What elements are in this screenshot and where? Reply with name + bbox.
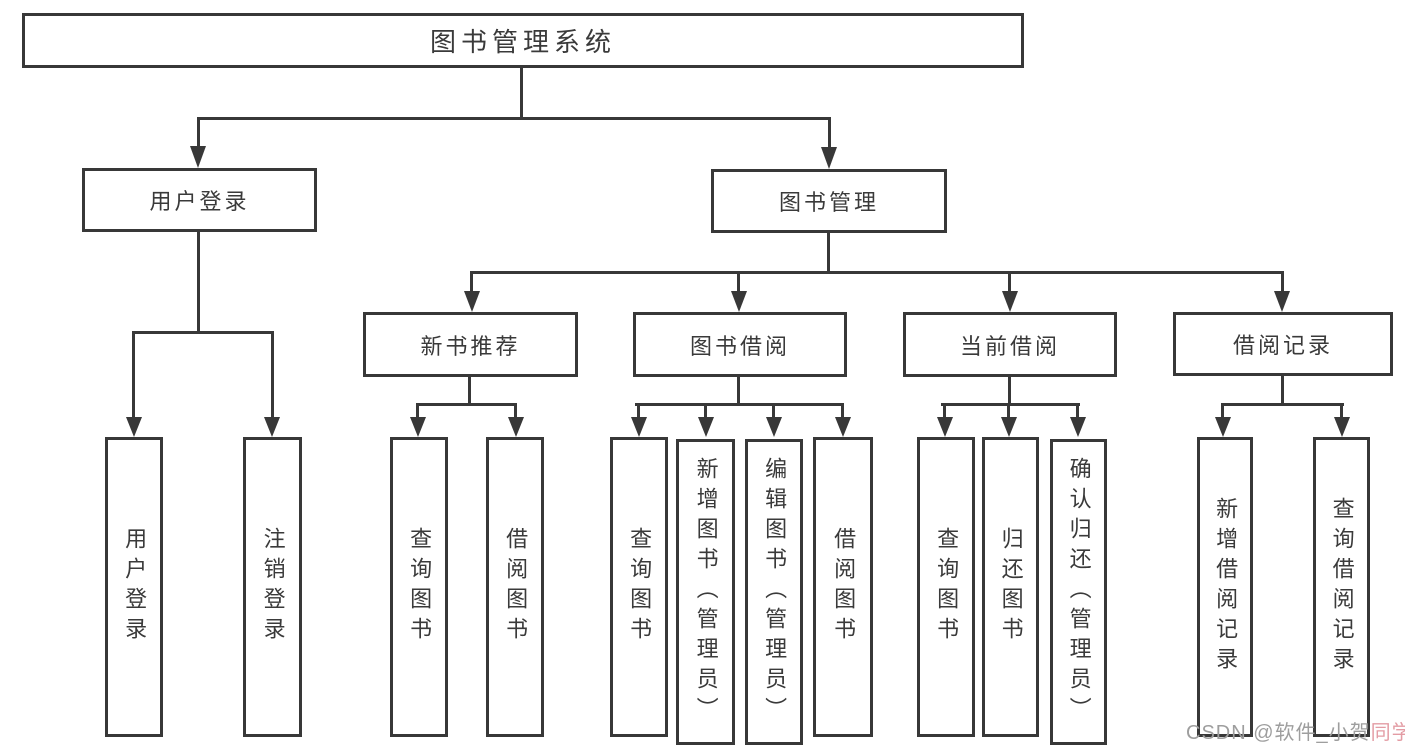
leaf-label: 查询借阅记录 (1329, 497, 1355, 677)
leaf-user-login: 用户登录 (105, 437, 163, 737)
arrowhead-leaf (698, 417, 714, 437)
edge-to-leaf-add-books (704, 403, 707, 419)
leaf-label: 查询图书 (627, 527, 653, 647)
leaf-logout: 注销登录 (243, 437, 302, 737)
leaf-label: 确认归还（管理员） (1066, 457, 1092, 727)
leaf-query-books-newbook: 查询图书 (390, 437, 448, 737)
edge-to-leaf-query-record (1340, 403, 1343, 419)
watermark-gray-text: CSDN @软件_小贺 (1186, 722, 1371, 744)
node-label: 新书推荐 (420, 333, 521, 359)
edge-to-borrow-records (1281, 271, 1284, 293)
edge-to-new-book (470, 271, 473, 293)
edge-to-book-borrow (737, 271, 740, 293)
leaf-query-borrow-record: 查询借阅记录 (1313, 437, 1370, 737)
edge-new-book-rail (416, 403, 517, 406)
edge-to-leaf-confirm-return (1076, 403, 1079, 419)
leaf-confirm-return-admin: 确认归还（管理员） (1050, 439, 1107, 745)
arrowhead-to-book-borrow (731, 291, 747, 312)
leaf-borrow-books-newbook: 借阅图书 (486, 437, 544, 737)
edge-to-leaf-return-books (1007, 403, 1010, 419)
edge-level1-rail (197, 117, 831, 120)
csdn-watermark: CSDN @软件_小贺同学 (1186, 716, 1405, 745)
edge-to-leaf-edit-books (772, 403, 775, 419)
edge-to-user-login (197, 117, 200, 147)
edge-user-login-stem (197, 230, 200, 333)
leaf-query-books-borrow: 查询图书 (610, 437, 668, 737)
arrowhead-leaf (1001, 417, 1017, 437)
leaf-label: 查询图书 (407, 527, 433, 647)
node-label: 借阅记录 (1232, 333, 1333, 358)
arrowhead-to-leaf-user-login (126, 417, 142, 437)
edge-book-borrow-stem (737, 375, 740, 405)
edge-to-current-borrow (1008, 271, 1011, 293)
edge-to-leaf-add-record (1221, 403, 1224, 419)
watermark-pink-text: 同学 (1370, 722, 1405, 744)
arrowhead-leaf (1334, 417, 1350, 437)
leaf-label: 用户登录 (122, 527, 148, 647)
arrowhead-leaf (410, 417, 426, 437)
edge-to-leaf-borrow-books-c (841, 403, 844, 419)
node-book-borrowing: 图书借阅 (633, 312, 847, 377)
arrowhead-leaf (937, 417, 953, 437)
node-label: 当前借阅 (959, 333, 1060, 359)
leaf-add-books-admin: 新增图书（管理员） (676, 439, 735, 745)
leaf-label: 注销登录 (260, 527, 286, 647)
leaf-borrow-books-borrow: 借阅图书 (813, 437, 873, 737)
leaf-edit-books-admin: 编辑图书（管理员） (745, 439, 803, 745)
leaf-label: 借阅图书 (831, 527, 857, 647)
edge-borrow-records-stem (1281, 374, 1284, 405)
arrowhead-leaf (1070, 417, 1086, 437)
arrowhead-to-current-borrow (1002, 291, 1018, 312)
arrowhead-leaf (631, 417, 647, 437)
leaf-label: 新增借阅记录 (1213, 497, 1239, 677)
node-borrowing-records: 借阅记录 (1173, 312, 1393, 376)
leaf-label: 借阅图书 (503, 527, 529, 647)
edge-new-book-stem (468, 375, 471, 405)
edge-to-leaf-query-books-b (416, 403, 419, 419)
node-new-book-recommendation: 新书推荐 (363, 312, 578, 377)
arrowhead-to-book-management (821, 147, 837, 169)
edge-to-book-management (828, 117, 831, 148)
leaf-label: 编辑图书（管理员） (762, 457, 788, 727)
node-label: 用户登录 (149, 189, 250, 214)
edge-book-management-stem (827, 231, 830, 274)
edge-to-leaf-borrow-books-b (514, 403, 517, 419)
leaf-label: 归还图书 (998, 527, 1024, 647)
leaf-label: 查询图书 (934, 527, 960, 647)
edge-level2-rail (470, 271, 1284, 274)
node-current-borrowing: 当前借阅 (903, 312, 1117, 377)
edge-current-borrow-rail (941, 403, 1080, 406)
edge-book-borrow-rail (635, 403, 844, 406)
leaf-add-borrow-record: 新增借阅记录 (1197, 437, 1253, 737)
arrowhead-leaf (835, 417, 851, 437)
arrowhead-to-borrow-records (1274, 291, 1290, 312)
node-label: 图书管理系统 (429, 27, 616, 57)
edge-user-login-rail (132, 331, 274, 334)
edge-to-leaf-query-books-d (943, 403, 946, 419)
arrowhead-to-new-book (464, 291, 480, 312)
leaf-query-books-current: 查询图书 (917, 437, 975, 737)
edge-root-stem (520, 66, 523, 119)
node-label: 图书借阅 (689, 333, 790, 359)
node-label: 图书管理 (778, 190, 879, 215)
edge-to-leaf-logout (271, 331, 274, 417)
arrowhead-leaf (508, 417, 524, 437)
node-user-login: 用户登录 (82, 168, 317, 232)
arrowhead-leaf (766, 417, 782, 437)
edge-borrow-records-rail (1221, 403, 1344, 406)
arrowhead-to-user-login (190, 146, 206, 168)
leaf-return-books: 归还图书 (982, 437, 1039, 737)
arrowhead-leaf (1215, 417, 1231, 437)
edge-to-leaf-user-login (132, 331, 135, 417)
node-book-management: 图书管理 (711, 169, 947, 233)
edge-to-leaf-query-books-c (637, 403, 640, 419)
leaf-label: 新增图书（管理员） (693, 457, 719, 727)
node-library-management-system: 图书管理系统 (22, 13, 1024, 68)
edge-current-borrow-stem (1008, 375, 1011, 405)
arrowhead-to-leaf-logout (264, 417, 280, 437)
